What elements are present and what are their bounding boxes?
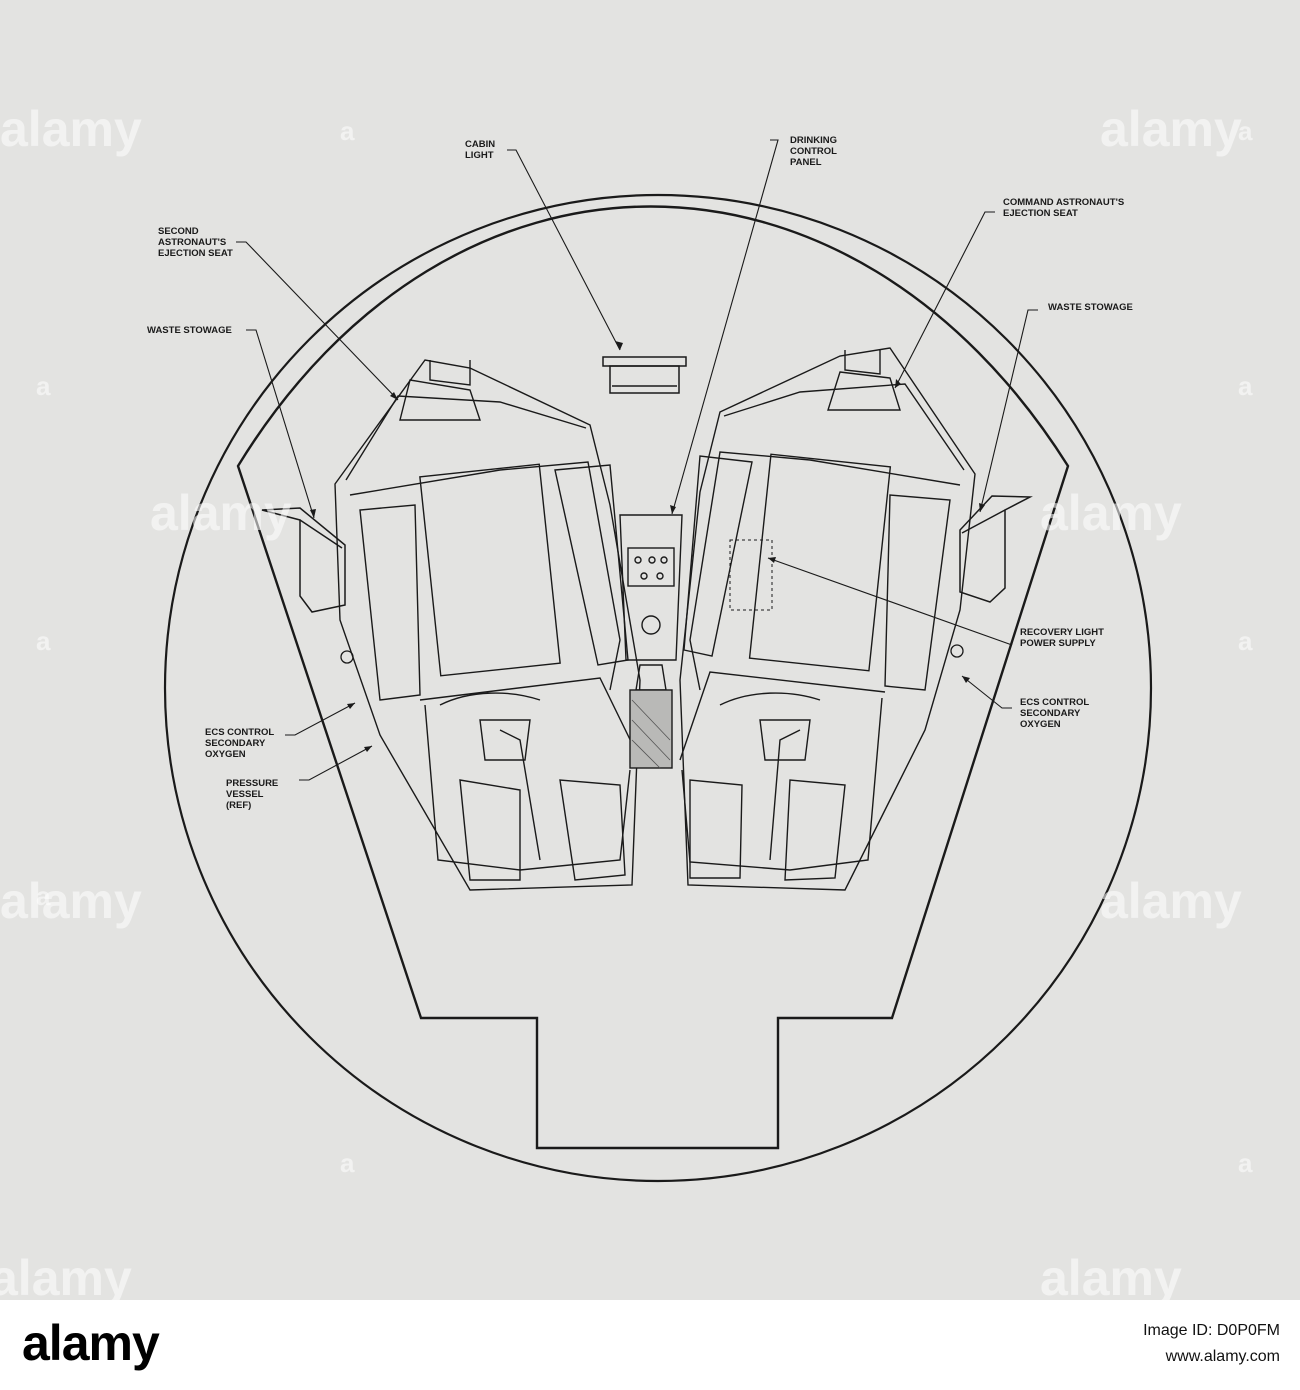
- watermark-mark: a: [36, 626, 51, 656]
- footer-bar: alamy Image ID: D0P0FM www.alamy.com: [0, 1300, 1300, 1390]
- callout-line: EJECTION SEAT: [1003, 208, 1078, 219]
- callout-line: CABIN: [465, 139, 495, 150]
- callout-line: SECONDARY: [205, 738, 266, 749]
- callout-line: COMMAND ASTRONAUT'S: [1003, 197, 1124, 208]
- label-waste-stowage-left: WASTE STOWAGE: [147, 325, 232, 336]
- callout-line: OXYGEN: [1020, 719, 1061, 730]
- callout-line: EJECTION SEAT: [158, 248, 233, 259]
- watermark-text: alamy: [0, 101, 142, 157]
- watermark-text: alamy: [1040, 485, 1182, 541]
- ecs-port-left: [340, 650, 354, 664]
- callout-line: LIGHT: [465, 150, 494, 161]
- watermark-text: alamy: [1040, 1250, 1182, 1300]
- watermark-mark: a: [1238, 116, 1253, 146]
- label-waste-stowage-right: WASTE STOWAGE: [1048, 302, 1133, 313]
- cabin-light: [602, 356, 687, 394]
- callout-line: ECS CONTROL: [1020, 697, 1089, 708]
- callout-line: PANEL: [790, 157, 822, 168]
- callout-line: SECOND: [158, 226, 199, 237]
- watermark-text: alamy: [0, 873, 142, 929]
- watermark-mark: a: [1238, 626, 1253, 656]
- callout-line: RECOVERY LIGHT: [1020, 627, 1104, 638]
- leader-lines: [236, 139, 1038, 781]
- footer-meta: Image ID: D0P0FM www.alamy.com: [1143, 1318, 1280, 1370]
- site-url: www.alamy.com: [1165, 1348, 1280, 1365]
- callout-line: SECONDARY: [1020, 708, 1081, 719]
- callout-line: (REF): [226, 800, 251, 811]
- callout-line: WASTE STOWAGE: [1048, 302, 1133, 313]
- watermark-mark: a: [36, 881, 51, 911]
- footer-brand-logo: alamy: [22, 1315, 160, 1371]
- crew-compartment-outline: [236, 205, 1070, 1150]
- callout-line: ECS CONTROL: [205, 727, 274, 738]
- watermark-mark: a: [36, 371, 51, 401]
- leader-arrowheads: [310, 341, 985, 752]
- watermark-mark: a: [1238, 371, 1253, 401]
- callout-line: ASTRONAUT'S: [158, 237, 226, 248]
- watermark-mark: a: [340, 116, 355, 146]
- callout-line: PRESSURE: [226, 778, 278, 789]
- watermark-text: alamy: [1100, 873, 1242, 929]
- image-id: Image ID: D0P0FM: [1143, 1322, 1280, 1339]
- watermark-mark: a: [340, 1148, 355, 1178]
- callout-line: CONTROL: [790, 146, 837, 157]
- waste-stowage-left-box: [261, 507, 346, 613]
- callout-line: WASTE STOWAGE: [147, 325, 232, 336]
- ecs-port-right: [950, 644, 964, 658]
- recovery-light-box: [729, 539, 773, 611]
- callout-line: OXYGEN: [205, 749, 246, 760]
- watermark-text: alamy: [150, 485, 292, 541]
- center-console: [619, 514, 683, 769]
- callout-line: VESSEL: [226, 789, 264, 800]
- second-astronaut-seat: [334, 359, 641, 891]
- callout-line: DRINKING: [790, 135, 837, 146]
- watermark-text: alamy: [1100, 101, 1242, 157]
- command-astronaut-seat: [679, 347, 976, 891]
- watermark-text: alamy: [0, 1250, 132, 1300]
- watermark-layer: alamy alamy alamy alamy alamy alamy alam…: [0, 101, 1253, 1306]
- callout-line: POWER SUPPLY: [1020, 638, 1096, 649]
- watermark-mark: a: [1238, 1148, 1253, 1178]
- pressure-vessel-circle: [163, 193, 1153, 1183]
